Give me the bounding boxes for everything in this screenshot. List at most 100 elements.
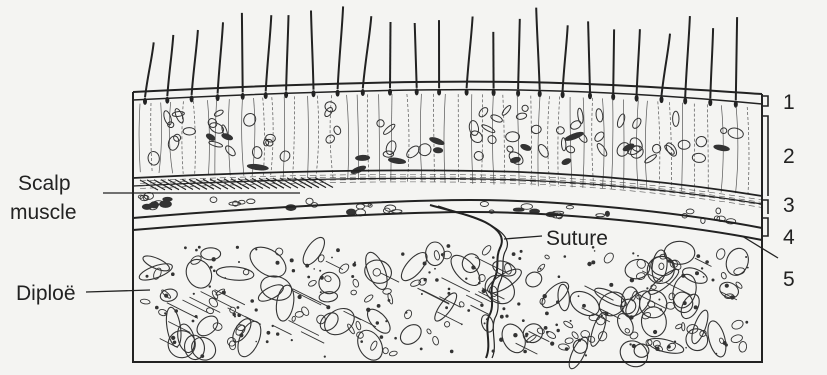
diploe-dot: [478, 282, 481, 285]
dermis-cell: [481, 123, 496, 134]
diploe-dot: [428, 271, 430, 273]
diploe-dot: [517, 302, 520, 305]
diploe-cavity: [292, 316, 296, 322]
diploe-dot: [695, 271, 699, 275]
diploe-dot: [520, 250, 523, 253]
dermis-fiber: [193, 101, 195, 174]
diploe-cavity: [720, 272, 727, 280]
diploe-cavity: [158, 309, 168, 317]
diploe-cavity: [187, 333, 220, 365]
diploe-dot: [320, 276, 324, 280]
diploe-trabecula: [482, 288, 505, 299]
dermis-cell: [595, 108, 603, 122]
diploe-dot: [324, 356, 326, 358]
diploe-dot: [632, 252, 634, 254]
dermis-fiber: [736, 106, 738, 193]
dermis-cell: [477, 106, 489, 118]
diploe-dot: [582, 304, 586, 308]
diploe-dot: [570, 320, 572, 322]
diploe-dot: [578, 295, 580, 297]
dermis-fiber: [379, 94, 380, 180]
diploe-dot: [212, 257, 216, 261]
hair-strands: [143, 6, 738, 107]
layer-3-label: 3: [783, 194, 795, 217]
diploe-dot: [291, 339, 293, 341]
dermis-cell: [673, 111, 679, 126]
dermis-fiber: [623, 100, 624, 190]
diploe-cavity: [418, 277, 428, 287]
diploe-dot: [480, 304, 483, 307]
dermis-cell: [172, 133, 181, 142]
hair-strand: [311, 11, 314, 90]
suture-line: [430, 205, 502, 358]
diploe-cavity: [704, 319, 729, 359]
dermis-gland: [247, 163, 270, 172]
hair-strand: [192, 30, 198, 95]
diploe-dot: [376, 321, 379, 324]
hair-strand: [736, 17, 737, 100]
diploe-trabecula: [381, 273, 399, 282]
diploe-cavity: [338, 262, 351, 275]
suture-label: Suture: [546, 227, 608, 250]
diploe-cavity: [308, 279, 318, 287]
dermis-cell: [531, 125, 541, 134]
dermis-fiber: [283, 97, 285, 178]
diploe-cavity: [565, 337, 574, 344]
diploe-dot: [747, 267, 749, 269]
diploe-dot: [366, 308, 370, 312]
diploe-cavity: [410, 279, 422, 288]
diploe-dot: [716, 353, 718, 355]
diploe-dot: [255, 308, 258, 311]
hair-follicle: [216, 94, 220, 101]
diploe-dot: [224, 277, 226, 279]
dermis-fiber: [592, 98, 594, 188]
diploe-dot: [694, 305, 698, 309]
diploe-dot: [543, 294, 547, 298]
diploe-dot: [298, 295, 302, 299]
hair-follicle: [264, 92, 268, 99]
diploe-cavity: [397, 321, 425, 349]
diploe-cavity: [444, 322, 449, 327]
hair-strand: [242, 13, 243, 93]
diploe-trabecula: [301, 332, 324, 344]
hair-follicle: [611, 93, 615, 100]
dermis-fiber: [215, 100, 217, 175]
diploe-dot: [385, 320, 387, 322]
dermis-fiber: [242, 99, 244, 176]
diploe-dot: [594, 250, 596, 252]
diploe-trabecula: [293, 291, 321, 305]
hair-strand: [588, 21, 590, 91]
diploe-dot: [351, 275, 354, 278]
diploe-dot: [629, 343, 631, 345]
dermis-cell: [473, 150, 484, 161]
diploe-dot: [445, 306, 448, 309]
diploe-dot: [683, 301, 687, 305]
diploe-dot: [174, 309, 178, 313]
diploe-dot: [492, 256, 495, 259]
diploe-dot: [305, 264, 309, 268]
diploe-dot: [502, 307, 505, 310]
dermis-cell: [376, 118, 386, 128]
connective-tissue-blob: [347, 209, 356, 215]
dermis-cell: [468, 120, 479, 136]
diploe-dot: [377, 304, 381, 308]
dermis-cell: [183, 127, 196, 135]
diploe-dot: [546, 331, 549, 334]
dermis-gland: [713, 144, 730, 153]
diploe-dot: [146, 275, 149, 278]
diploe-dot: [505, 315, 508, 318]
dermis-cell: [644, 153, 658, 164]
diploe-dot: [238, 261, 240, 263]
diploe-dot: [745, 321, 748, 324]
dermis-fiber: [603, 98, 605, 188]
diploe-dot: [380, 335, 384, 339]
diploe-cavity: [592, 285, 628, 310]
dermis-cell: [278, 149, 292, 163]
diploe-cavity: [356, 331, 365, 339]
connective-tissue-blob: [716, 208, 721, 214]
diploe-dot: [564, 255, 567, 258]
diploe-dot: [360, 340, 363, 343]
dermis-gland: [561, 157, 573, 167]
diploe-dot: [525, 333, 528, 336]
hair-strand: [536, 8, 540, 90]
